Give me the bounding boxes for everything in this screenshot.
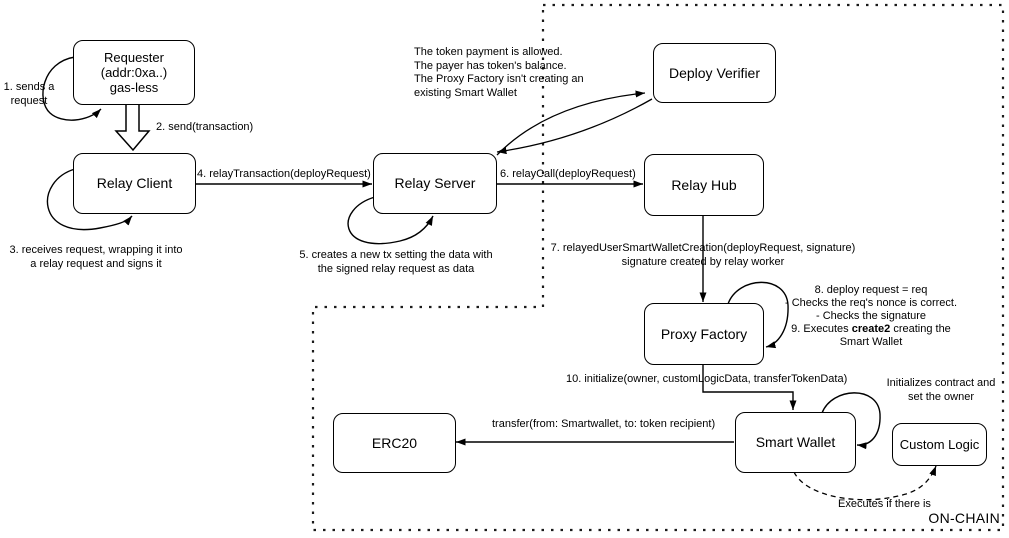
label-transfer: transfer(from: Smartwallet, to: token re… xyxy=(492,418,716,430)
label-step1-sends-request: 1. sends a request xyxy=(3,81,55,107)
label-step9-prefix: 9. Executes xyxy=(791,323,852,335)
loop-requester-sends-request xyxy=(42,56,102,121)
loop-relay-client-wraps-request xyxy=(46,168,133,231)
label-onchain: ON-CHAIN xyxy=(928,510,1000,526)
loop-relay-server-creates-tx xyxy=(347,196,434,245)
arrow-send-transaction xyxy=(114,100,151,152)
box-proxy-factory: Proxy Factory xyxy=(644,303,764,365)
label-step9-create2: create2 xyxy=(851,323,891,335)
box-deploy-verifier: Deploy Verifier xyxy=(653,43,776,103)
label-step6-relay-call: 6. relayCall(deployRequest) xyxy=(500,168,636,180)
label-step7-relayed-creation: 7. relayedUserSmartWalletCreation(deploy… xyxy=(550,242,856,268)
label-step5-creates-tx: 5. creates a new tx setting the data wit… xyxy=(299,249,493,275)
label-step9-line1: 9. Executes create2 creating the xyxy=(771,323,971,336)
label-step2-send-transaction: 2. send(transaction) xyxy=(156,121,254,133)
loop-smart-wallet xyxy=(821,392,881,450)
label-initializes-note: Initializes contract and set the owner xyxy=(886,377,996,403)
label-step4-relay-transaction: 4. relayTransaction(deployRequest) xyxy=(197,168,371,180)
box-relay-client: Relay Client xyxy=(73,153,196,214)
label-executes-note: Executes if there is xyxy=(838,498,931,510)
label-step8-line3: - Checks the signature xyxy=(815,310,927,322)
box-custom-logic: Custom Logic xyxy=(892,423,987,466)
box-requester: Requester (addr:0xa..) gas-less xyxy=(73,40,195,105)
onchain-boundary xyxy=(311,3,1005,532)
arrow-executes-custom-logic xyxy=(793,465,937,501)
label-step3-receives-request: 3. receives request, wrapping it into a … xyxy=(9,244,183,270)
arrow-to-deploy-verifier xyxy=(496,90,646,156)
label-step8-line1: 8. deploy request = req xyxy=(814,284,928,296)
label-step9-line2: Smart Wallet xyxy=(839,336,903,348)
label-step10-initialize: 10. initialize(owner, customLogicData, t… xyxy=(566,373,848,385)
arrow-from-deploy-verifier xyxy=(496,98,653,155)
label-step8-9-proxy-checks: 8. deploy request = req - Checks the req… xyxy=(771,284,971,349)
box-smart-wallet: Smart Wallet xyxy=(735,412,856,473)
box-erc20: ERC20 xyxy=(333,413,456,473)
box-relay-hub: Relay Hub xyxy=(644,154,764,216)
loop-proxy-factory-checks xyxy=(727,281,789,349)
label-step8-line2: - Checks the req's nonce is correct. xyxy=(784,297,958,309)
label-deploy-verifier-note: The token payment is allowed. The payer … xyxy=(414,46,584,99)
arrow-initialize xyxy=(702,363,797,410)
label-step9-suffix: creating the xyxy=(890,323,951,335)
box-relay-server: Relay Server xyxy=(373,153,497,214)
